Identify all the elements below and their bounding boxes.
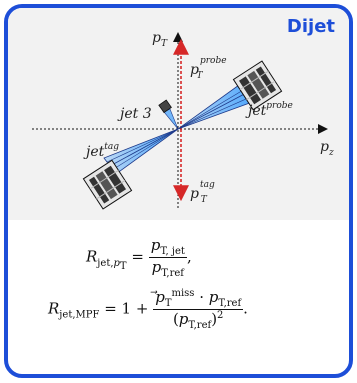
axis-pt-label: pT	[152, 30, 168, 49]
jet-probe-label: jetprobe	[245, 101, 293, 119]
formula-section: Rjet,pT = pT, jet pT,ref , Rjet,MPF = 1 …	[8, 236, 349, 366]
formula-r-mpf: Rjet,MPF = 1 + ⃗pTmiss · pT,ref (pT,ref)…	[48, 288, 248, 331]
axis-pz-label: pz	[320, 139, 334, 158]
jet-probe	[177, 60, 283, 130]
card-title: Dijet	[286, 16, 335, 37]
jet-3-label: jet 3	[117, 106, 152, 122]
fraction-pt: pT, jet pT,ref	[148, 236, 187, 279]
jet-tag	[82, 128, 179, 210]
jet-3	[158, 99, 179, 130]
fraction-mpf: ⃗pTmiss · pT,ref (pT,ref)2	[153, 288, 244, 331]
jet-tag-label: jettag	[83, 142, 119, 160]
formula-r-pt: Rjet,pT = pT, jet pT,ref ,	[86, 236, 192, 279]
